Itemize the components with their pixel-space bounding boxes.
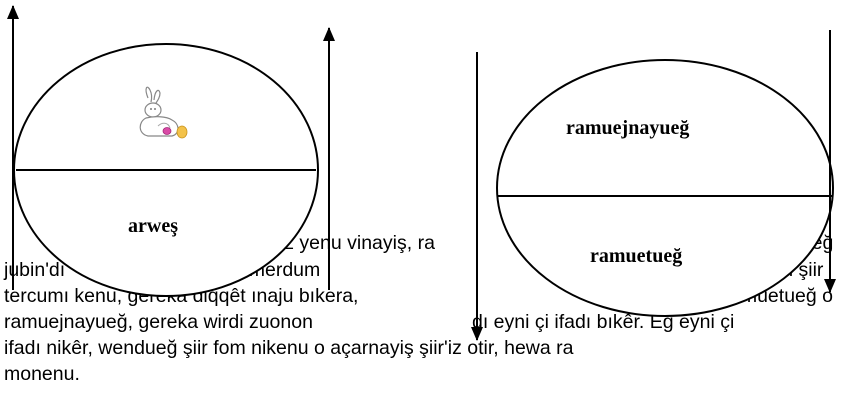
paragraph-line-5: ifadı nikêr, wendueğ şiir fom nikenu o a… <box>4 337 574 359</box>
left-egg: arweş <box>13 43 319 297</box>
right-egg-bottom-label: ramuetueğ <box>590 245 682 267</box>
left-egg-bottom-label: arweş <box>128 215 178 237</box>
right-egg-top-label: ramuejnayueğ <box>566 117 689 139</box>
rabbit-icon <box>139 86 188 139</box>
paragraph-line-1a: dız yenu vinayiş, ra <box>268 232 435 254</box>
paragraph-line-2a: jubin'dı <box>3 259 65 281</box>
right-egg: ramuejnayueğ ramuetueğ <box>496 59 834 317</box>
right-egg-outline <box>496 59 834 317</box>
paragraph-line-6: monenu. <box>4 363 80 385</box>
paragraph-line-4a: ramuejnayueğ, gereka wirdi zuonon <box>4 311 313 333</box>
